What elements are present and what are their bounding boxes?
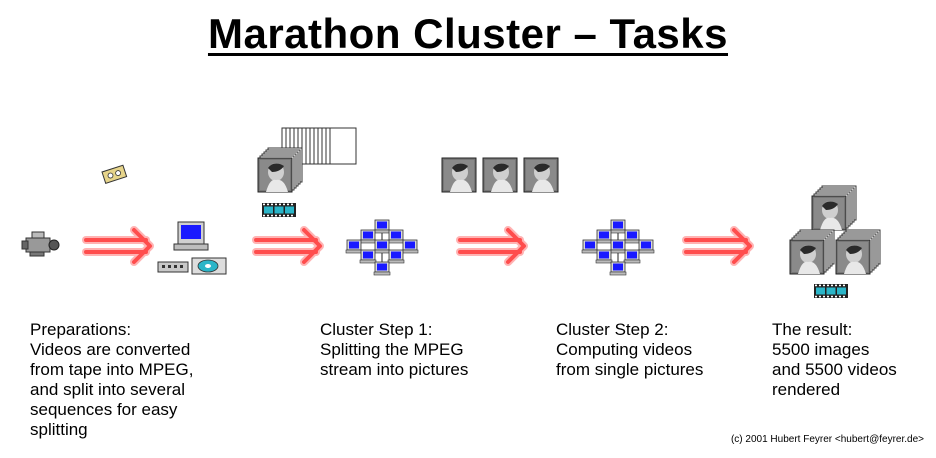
page-title: Marathon Cluster – Tasks — [207, 10, 729, 57]
step-cluster-2-caption: Cluster Step 2: Computing videos from si… — [556, 320, 704, 379]
computer-icon — [157, 221, 227, 275]
copyright-notice: (c) 2001 Hubert Feyrer <hubert@feyrer.de… — [730, 434, 924, 445]
result-film-strip-icon — [814, 284, 848, 298]
camcorder-icon — [21, 231, 60, 257]
tape-cassette-icon — [101, 164, 128, 185]
result-photo-stacks-icon — [790, 186, 880, 274]
step-cluster-1-caption: Cluster Step 1: Splitting the MPEG strea… — [320, 320, 469, 379]
film-strip-icon — [262, 203, 296, 217]
network-cluster-2-icon — [582, 220, 654, 275]
photo-1-icon — [441, 157, 477, 193]
photo-3-icon — [523, 157, 559, 193]
arrow-2-icon — [256, 230, 320, 262]
arrow-3-icon — [460, 230, 524, 262]
network-cluster-1-icon — [346, 220, 418, 275]
step-preparations-caption: Preparations: Videos are converted from … — [30, 320, 194, 439]
photo-2-icon — [482, 157, 518, 193]
photo-stack-icon — [258, 127, 357, 192]
step-result-caption: The result: 5500 images and 5500 videos … — [772, 320, 897, 399]
arrow-1-icon — [86, 230, 150, 262]
arrow-4-icon — [686, 230, 750, 262]
